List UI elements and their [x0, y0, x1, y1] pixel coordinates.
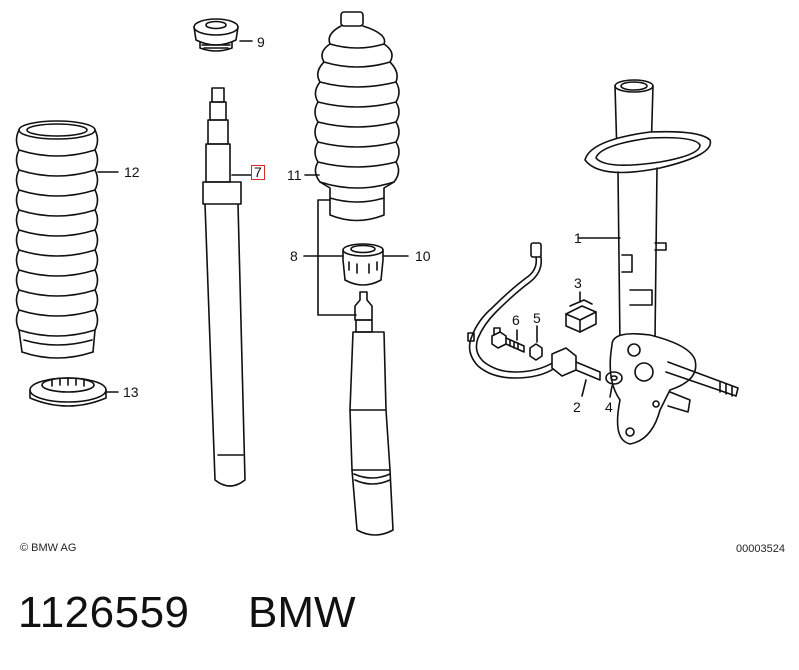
callout-3: 3 — [574, 275, 582, 291]
part-9-cap-nut — [193, 18, 253, 52]
part-8-damper-cartridge — [349, 291, 394, 536]
callout-12: 12 — [124, 164, 140, 180]
callout-10: 10 — [415, 248, 431, 264]
part-2-abs-sensor — [467, 242, 601, 397]
part-1-strut-housing — [577, 79, 739, 445]
part-number: 1126559 — [18, 588, 190, 637]
callout-6: 6 — [512, 312, 520, 328]
callout-5: 5 — [533, 310, 541, 326]
part-4-washer — [605, 371, 623, 398]
copyright-label: © BMW AG — [20, 542, 77, 554]
callout-9: 9 — [257, 34, 265, 50]
part-10-bushing-nut — [303, 243, 409, 286]
part-12-bellows-boot — [15, 120, 119, 359]
brand-name: BMW — [248, 588, 356, 637]
callout-8: 8 — [290, 248, 298, 264]
callout-1: 1 — [574, 230, 582, 246]
part-13-washer — [29, 377, 119, 407]
callout-11: 11 — [287, 167, 302, 183]
callout-2: 2 — [573, 399, 581, 415]
callout-7-highlighted: 7 — [251, 165, 265, 180]
callout-4: 4 — [605, 399, 613, 415]
callout-13: 13 — [123, 384, 139, 400]
part-3-bracket-clip — [565, 291, 597, 333]
part-7-shock-absorber-insert — [202, 87, 255, 487]
part-5-small-clip — [529, 325, 543, 361]
part-11-upper-bellows — [304, 11, 400, 316]
exploded-parts-diagram — [15, 11, 739, 536]
part-6-bolt — [491, 329, 525, 353]
diagram-id: 00003524 — [736, 543, 785, 555]
